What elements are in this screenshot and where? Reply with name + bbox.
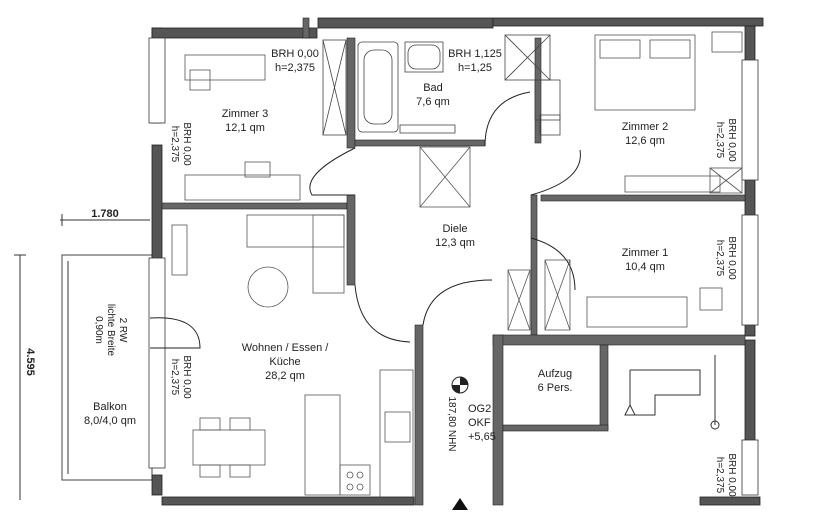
furniture-diele — [419, 146, 531, 331]
dimension-vertical: 4.595 — [24, 348, 36, 376]
brh-value: BRH 0,00 — [181, 355, 192, 399]
room-area: 8,0/4,0 qm — [84, 415, 136, 427]
inner-walls — [161, 17, 746, 506]
furniture-zimmer1 — [544, 259, 723, 331]
room-name-2: Küche — [269, 356, 301, 368]
level-value: +5,65 — [468, 431, 496, 443]
brh-top-left: BRH 0,00 h=2,375 — [265, 47, 325, 75]
elevator-capacity: 6 Pers. — [537, 382, 573, 394]
staircase — [624, 355, 720, 430]
room-wohnen: Wohnen / Essen / Küche 28,2 qm — [225, 341, 345, 383]
brh-height: h=2,375 — [714, 239, 725, 277]
level-marker — [451, 376, 469, 510]
room-balkon: Balkon 8,0/4,0 qm — [70, 400, 150, 428]
brh-left-zimmer3: BRH 0,00 h=2,375 — [168, 109, 192, 179]
brh-top-bad: BRH 1,125 h=1,25 — [445, 47, 505, 75]
room-area: 12,3 qm — [435, 237, 475, 249]
rw-line2: lichte Breite — [105, 303, 116, 357]
door-arcs — [149, 91, 581, 349]
rw-line3: 0,90m — [93, 316, 104, 344]
brh-right-zimmer2: BRH 0,00 h=2,375 — [713, 105, 737, 175]
room-zimmer3: Zimmer 3 12,1 qm — [205, 107, 285, 135]
entrance-arrow-icon — [452, 498, 468, 510]
room-zimmer2: Zimmer 2 12,6 qm — [605, 120, 685, 148]
room-area: 12,1 qm — [225, 122, 265, 134]
room-name: Zimmer 1 — [621, 247, 669, 259]
brh-value: BRH 0,00 — [726, 118, 737, 162]
room-zimmer1: Zimmer 1 10,4 qm — [605, 246, 685, 274]
brh-height: h=1,25 — [458, 62, 492, 74]
brh-value: BRH 0,00 — [726, 236, 737, 280]
brh-right-bottom: BRH 0,00 h=2,375 — [713, 440, 737, 510]
room-area: 7,6 qm — [416, 96, 450, 108]
brh-height: h=2,375 — [169, 125, 180, 163]
brh-value: BRH 0,00 — [181, 122, 192, 166]
elevator-name: Aufzug — [537, 368, 573, 380]
dimension-horizontal: 1.780 — [91, 208, 119, 220]
room-aufzug: Aufzug 6 Pers. — [520, 367, 590, 395]
level-name: OG2 — [468, 403, 492, 415]
furniture-wohnen — [171, 214, 414, 499]
room-name: Diele — [442, 223, 468, 235]
room-area: 10,4 qm — [625, 261, 665, 273]
rw-line1: 2 RW — [117, 317, 128, 343]
room-diele: Diele 12,3 qm — [420, 222, 490, 250]
level-nhn: 187,80 NHN — [446, 396, 457, 452]
room-name: Bad — [423, 82, 443, 94]
room-name: Wohnen / Essen / — [241, 342, 329, 354]
windows — [148, 37, 759, 496]
level-info: OG2 OKF +5,65 — [468, 402, 508, 444]
brh-left-wohnen: BRH 0,00 h=2,375 — [168, 342, 192, 412]
bathroom-fixtures — [322, 34, 561, 136]
brh-height: h=2,375 — [274, 62, 316, 74]
brh-value: BRH 0,00 — [271, 48, 319, 60]
brh-right-zimmer1: BRH 0,00 h=2,375 — [713, 223, 737, 293]
room-area: 28,2 qm — [265, 370, 305, 382]
brh-value: BRH 0,00 — [726, 453, 737, 497]
brh-height: h=2,375 — [714, 121, 725, 159]
room-name: Zimmer 2 — [621, 121, 669, 133]
brh-value: BRH 1,125 — [448, 48, 502, 60]
furniture-zimmer3 — [184, 54, 301, 201]
furniture-zimmer2 — [594, 31, 743, 194]
room-area: 12,6 qm — [625, 135, 665, 147]
brh-height: h=2,375 — [169, 358, 180, 396]
room-bad: Bad 7,6 qm — [398, 81, 468, 109]
room-name: Balkon — [93, 401, 127, 413]
brh-height: h=2,375 — [714, 456, 725, 494]
room-name: Zimmer 3 — [221, 108, 269, 120]
level-okf: OKF — [468, 417, 491, 429]
rw-note: 2 RW lichte Breite 0,90m — [92, 290, 128, 370]
